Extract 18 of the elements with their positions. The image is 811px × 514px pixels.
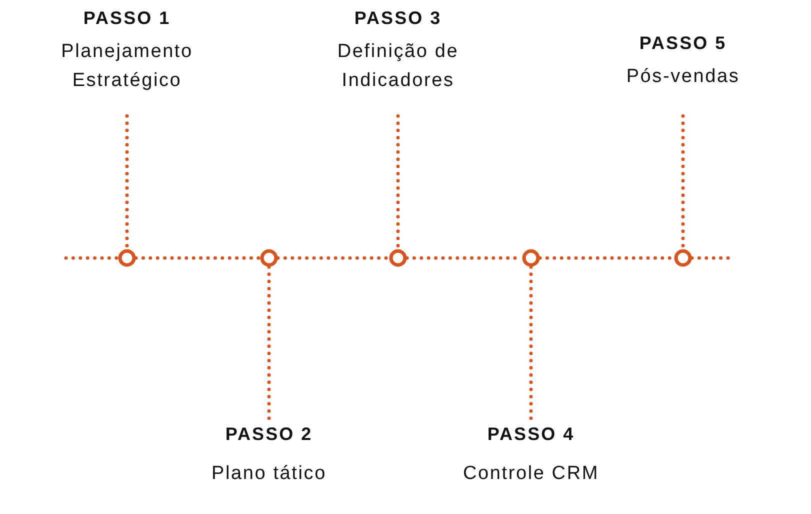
- step-heading: PASSO 1: [83, 8, 171, 29]
- timeline-marker: [389, 249, 407, 267]
- timeline-line: [690, 256, 732, 260]
- step-description: Controle CRM: [463, 462, 599, 486]
- step-heading: PASSO 3: [354, 8, 442, 29]
- timeline-marker: [118, 249, 136, 267]
- timeline-marker: [522, 249, 540, 267]
- step-heading: PASSO 4: [487, 424, 575, 445]
- timeline-marker: [260, 249, 278, 267]
- timeline-marker: [674, 249, 692, 267]
- timeline-line: [64, 256, 120, 260]
- step-description: Plano tático: [212, 462, 326, 486]
- step-heading: PASSO 2: [225, 424, 313, 445]
- step-description: Pós-vendas: [626, 65, 740, 89]
- timeline-line: [134, 256, 262, 260]
- step-description: Planejamento Estratégico: [60, 40, 194, 93]
- step-heading: PASSO 5: [639, 33, 727, 54]
- step-description: Definição de Indicadores: [336, 40, 460, 93]
